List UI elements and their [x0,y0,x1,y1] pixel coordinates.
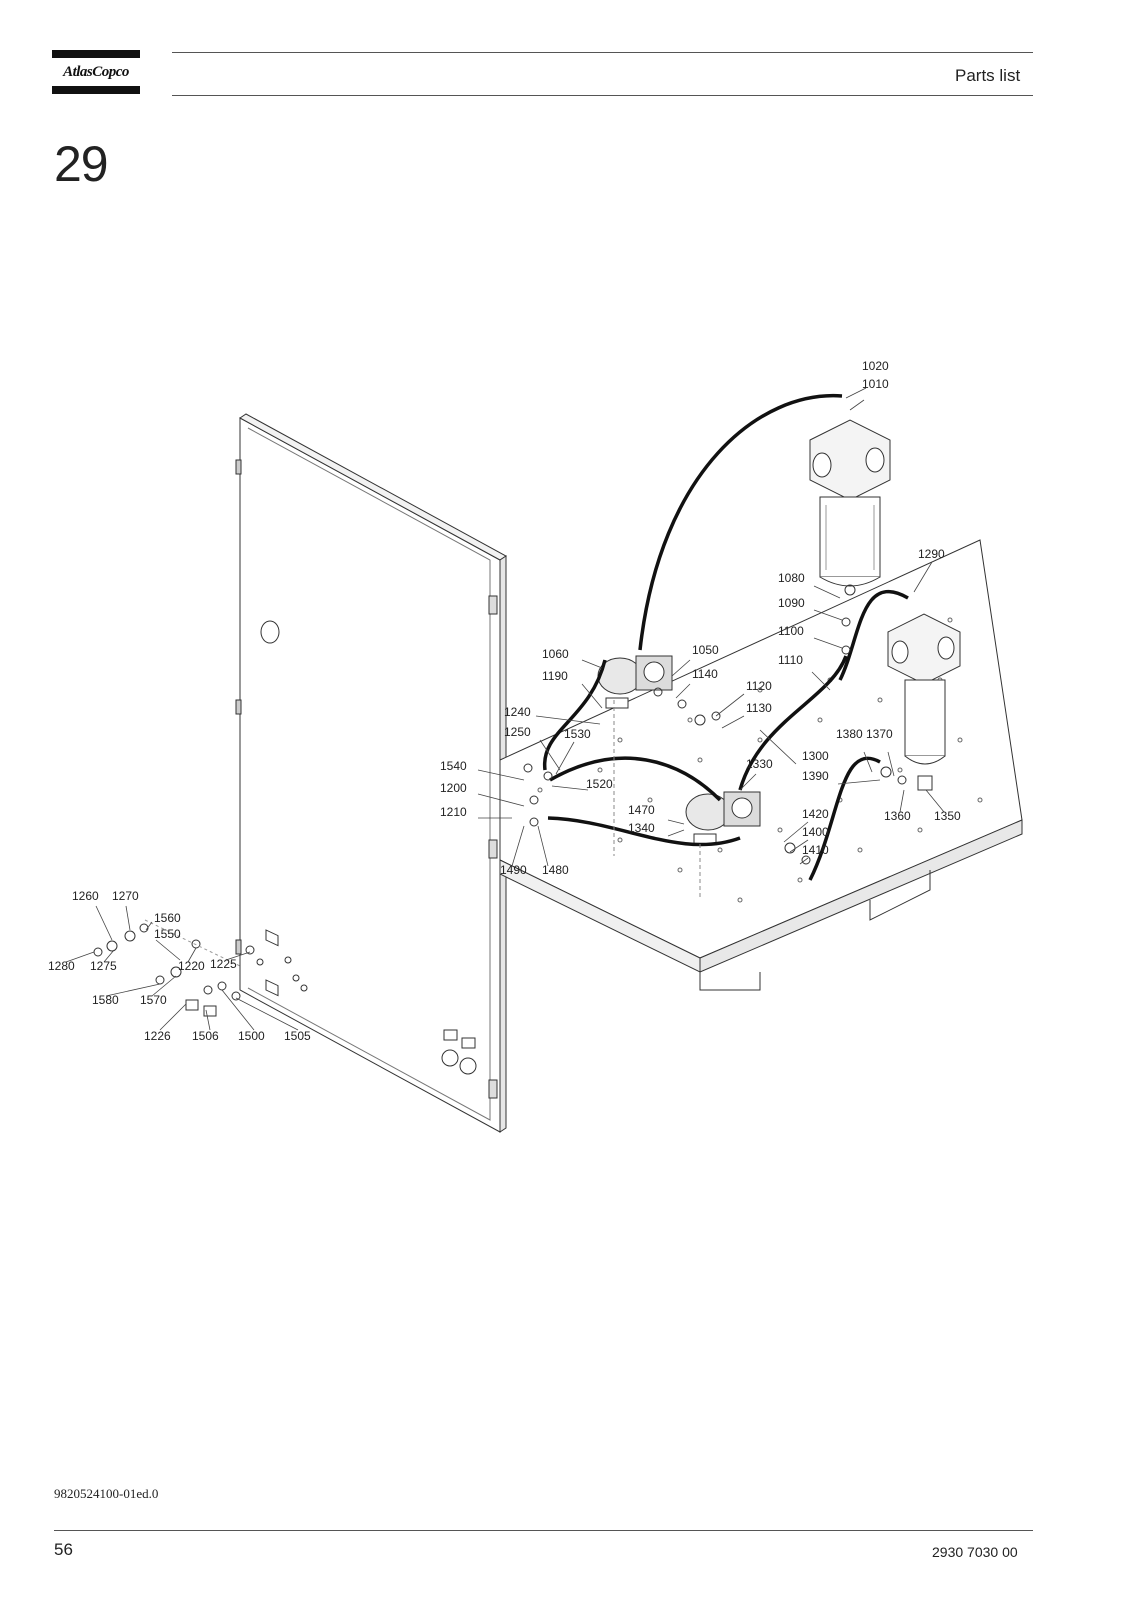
callout-1130: 1130 [746,701,772,715]
callout-1060: 1060 [542,647,569,661]
filter-housing-lower [887,613,961,765]
callout-1110: 1110 [778,653,803,667]
page-number: 56 [54,1540,73,1559]
hoses [543,393,909,881]
callout-1250: 1250 [504,725,531,739]
callout-1120: 1120 [746,679,772,693]
fittings-on-plate [523,584,933,865]
callout-1270: 1270 [112,889,139,903]
chapter-number: 29 [54,136,109,192]
callout-1350: 1350 [934,809,961,823]
callout-1540: 1540 [440,759,467,773]
callout-1520: 1520 [586,777,613,791]
filter-housing-upper [809,419,891,587]
callout-1480: 1480 [542,863,569,877]
callout-1500: 1500 [238,1029,265,1043]
atlas-copco-logo: AtlasCopco [52,50,140,94]
callout-1275: 1275 [90,959,117,973]
logo-wordmark: AtlasCopco [63,64,129,80]
callout-1210: 1210 [440,805,467,819]
header-rule-bottom [172,95,1033,96]
callout-1020: 1020 [862,359,889,373]
callout-1280: 1280 [48,959,75,973]
callout-1420: 1420 [802,807,829,821]
header-rule-top [172,52,1033,53]
section-title: Parts list [955,66,1021,85]
callout-1100: 1100 [778,624,804,638]
callout-1470: 1470 [628,803,655,817]
footer-rule [54,1530,1033,1531]
valve-assembly-upper [597,655,673,709]
callout-1360: 1360 [884,809,911,823]
callout-1190: 1190 [542,669,568,683]
callout-1240: 1240 [504,705,531,719]
callout-1260: 1260 [72,889,99,903]
callout-1080: 1080 [778,571,805,585]
callout-1550: 1550 [154,927,181,941]
part-number: 2930 7030 00 [932,1544,1018,1560]
callout-1505: 1505 [284,1029,311,1043]
alignment-lines [613,700,701,900]
callout-1050: 1050 [692,643,719,657]
callout-1410: 1410 [802,843,829,857]
callout-labels: 1020 1010 1290 1080 1090 1100 1110 1060 … [48,359,961,1043]
callout-1010: 1010 [862,377,889,391]
callout-1390: 1390 [802,769,829,783]
callout-1140: 1140 [692,667,718,681]
callout-1530: 1530 [564,727,591,741]
callout-1340: 1340 [628,821,655,835]
callout-1580: 1580 [92,993,119,1007]
leader-lines [65,387,945,1031]
document-reference: 9820524100-01ed.0 [54,1486,159,1501]
callout-1090: 1090 [778,596,805,610]
callout-1506: 1506 [192,1029,219,1043]
callout-1400: 1400 [802,825,829,839]
callout-1200: 1200 [440,781,467,795]
callout-1225: 1225 [210,957,237,971]
callout-1370: 1370 [866,727,893,741]
callout-1300: 1300 [802,749,829,763]
callout-1226: 1226 [144,1029,171,1043]
callout-1560: 1560 [154,911,181,925]
callout-1290: 1290 [918,547,945,561]
callout-1490: 1490 [500,863,527,877]
logo-bar-top [52,50,140,58]
callout-1570: 1570 [140,993,167,1007]
callout-1220: 1220 [178,959,205,973]
logo-bar-bottom [52,86,140,94]
valve-assembly-lower [685,791,761,845]
door-panel [235,413,507,1133]
callout-1330: 1330 [746,757,773,771]
callout-1380: 1380 [836,727,863,741]
